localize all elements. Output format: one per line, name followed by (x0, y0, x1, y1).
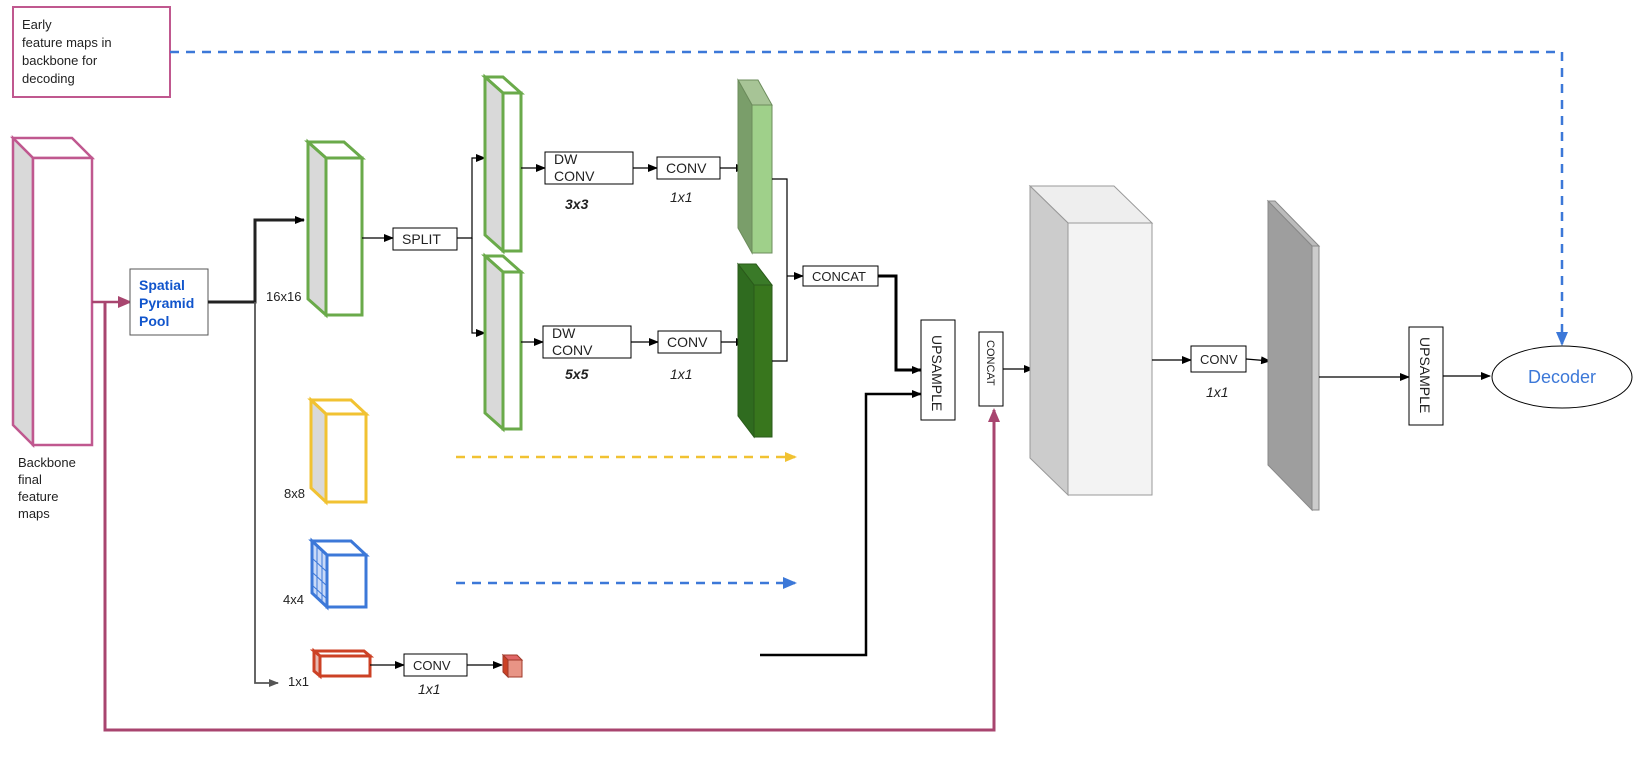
conv-label: CONV (666, 160, 707, 176)
svg-text:feature maps in: feature maps in (22, 35, 112, 50)
dw-conv-3x3-box (544, 151, 634, 185)
svg-text:Pool: Pool (139, 313, 169, 329)
merge-line (772, 178, 788, 362)
size-label-16x16: 16x16 (266, 289, 301, 304)
concat-box-vertical (978, 331, 1004, 407)
feature-block-16x16 (304, 138, 366, 319)
spatial-pyramid-pool-box: Spatial Pyramid Pool (129, 268, 209, 336)
upsample-label: UPSAMPLE (1417, 337, 1433, 413)
concat-to-upsample-arrow (878, 274, 922, 374)
projected-feature-block (1266, 199, 1321, 512)
split-box (392, 227, 458, 251)
concat-label: CONCAT (984, 340, 996, 386)
early-feature-maps-note: Early feature maps in backbone for decod… (12, 6, 171, 98)
backbone-feature-block (9, 134, 96, 449)
dw-conv-label: CONV (552, 342, 593, 358)
svg-text:Pyramid: Pyramid (139, 295, 194, 311)
arrow (1245, 356, 1271, 365)
conv-label: CONV (1200, 352, 1238, 367)
conv-label: CONV (667, 334, 708, 350)
upsample-box-1 (920, 319, 956, 421)
pooled-output-cube (501, 653, 524, 679)
split-branch (457, 154, 486, 239)
kernel-label-3x3: 3x3 (565, 196, 589, 212)
spp-branch-trunk (254, 302, 279, 687)
early-note-line: feature maps in (22, 35, 112, 50)
conv-box-final (1190, 345, 1247, 373)
lower-branches-to-upsample-arrow (760, 390, 922, 657)
dw-conv-label: CONV (554, 168, 595, 184)
early-note-line: decoding (22, 71, 75, 86)
output-block-light-green (737, 78, 773, 255)
conv-label: CONV (413, 658, 451, 673)
dw-conv-label: DW (554, 151, 578, 167)
early-features-skip-arrow (170, 50, 1568, 346)
split-block-bottom (481, 252, 525, 433)
backbone-label: feature (18, 489, 58, 504)
kernel-label-1x1: 1x1 (1206, 384, 1229, 400)
early-note-line: backbone for (22, 53, 98, 68)
svg-text:backbone for: backbone for (22, 53, 98, 68)
residual-path-arrow (103, 302, 1000, 732)
kernel-label-5x5: 5x5 (565, 366, 589, 382)
size-label-8x8: 8x8 (284, 486, 305, 501)
svg-text:Spatial: Spatial (139, 277, 185, 293)
kernel-label-1x1: 1x1 (670, 366, 693, 382)
size-label-1x1: 1x1 (288, 674, 309, 689)
feature-block-1x1 (309, 647, 375, 680)
concat-label: CONCAT (812, 269, 866, 284)
size-label-4x4: 4x4 (283, 592, 304, 607)
kernel-label-1x1: 1x1 (418, 681, 441, 697)
split-label: SPLIT (402, 231, 441, 247)
svg-text:Early: Early (22, 17, 52, 32)
feature-block-4x4 (308, 537, 370, 611)
decoder-label: Decoder (1528, 367, 1596, 387)
spp-to-16x16-arrow (208, 216, 305, 304)
fused-feature-block (1028, 184, 1154, 497)
backbone-label: maps (18, 506, 50, 521)
split-block-top (481, 73, 525, 255)
early-note-line: Early (22, 17, 52, 32)
decoder-node (1491, 345, 1633, 409)
backbone-label: final (18, 472, 42, 487)
svg-text:decoding: decoding (22, 71, 75, 86)
feature-block-8x8 (307, 396, 370, 506)
split-branch (471, 238, 486, 337)
output-block-dark-green (736, 262, 774, 439)
backbone-label: Backbone (18, 455, 76, 470)
dw-conv-label: DW (552, 325, 576, 341)
kernel-label-1x1: 1x1 (670, 189, 693, 205)
upsample-box-2 (1408, 326, 1444, 426)
upsample-label: UPSAMPLE (929, 335, 945, 411)
